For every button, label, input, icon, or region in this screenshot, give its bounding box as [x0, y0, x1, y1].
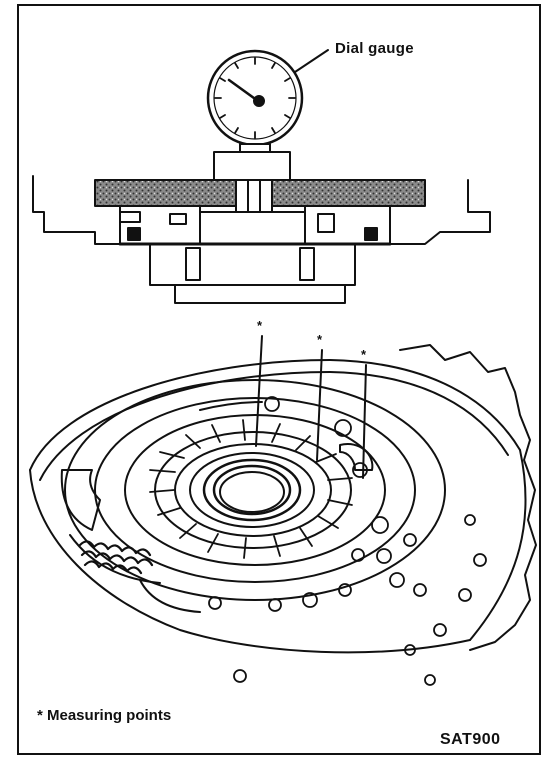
- dial-gauge-icon: [206, 49, 304, 181]
- measuring-points-footnote: * Measuring points: [37, 707, 172, 724]
- figure-frame: [17, 4, 541, 755]
- measuring-point-leaders: [255, 335, 367, 479]
- measuring-point-marker: *: [361, 347, 367, 362]
- dial-gauge-label: Dial gauge: [335, 40, 414, 57]
- oil-pump-icon: [29, 344, 537, 686]
- gauge-fixture: [32, 175, 491, 304]
- measuring-point-marker: *: [257, 318, 263, 333]
- callout-leader: [294, 49, 329, 73]
- figure-code: SAT900: [440, 731, 501, 748]
- measuring-point-marker: *: [317, 332, 323, 347]
